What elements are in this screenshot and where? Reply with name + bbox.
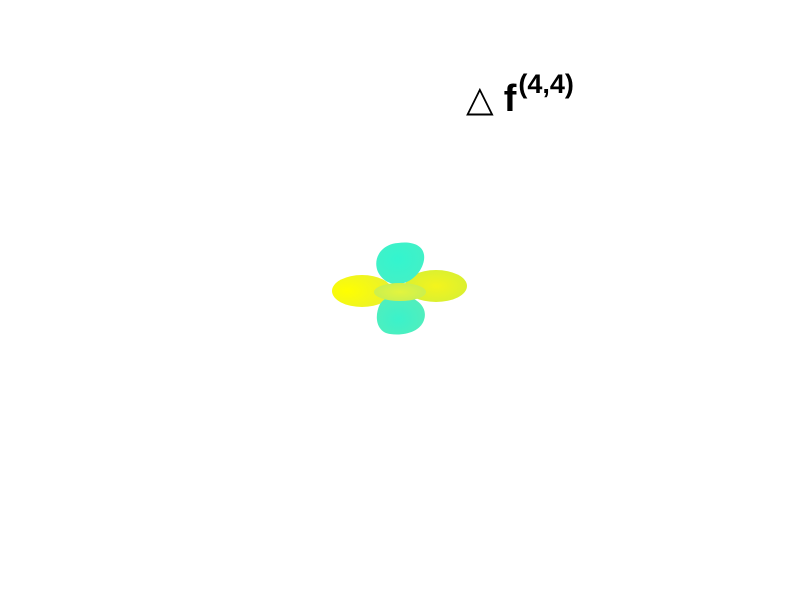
lobe-top [376, 242, 425, 285]
order-superscript: (4,4) [518, 69, 574, 99]
lobe-left [332, 275, 392, 307]
delta-operator: △ [466, 79, 494, 120]
lobe-bottom [376, 295, 425, 335]
center-band [374, 283, 426, 301]
figure-title: △f(4,4) [466, 71, 574, 120]
function-symbol: f [503, 78, 517, 120]
